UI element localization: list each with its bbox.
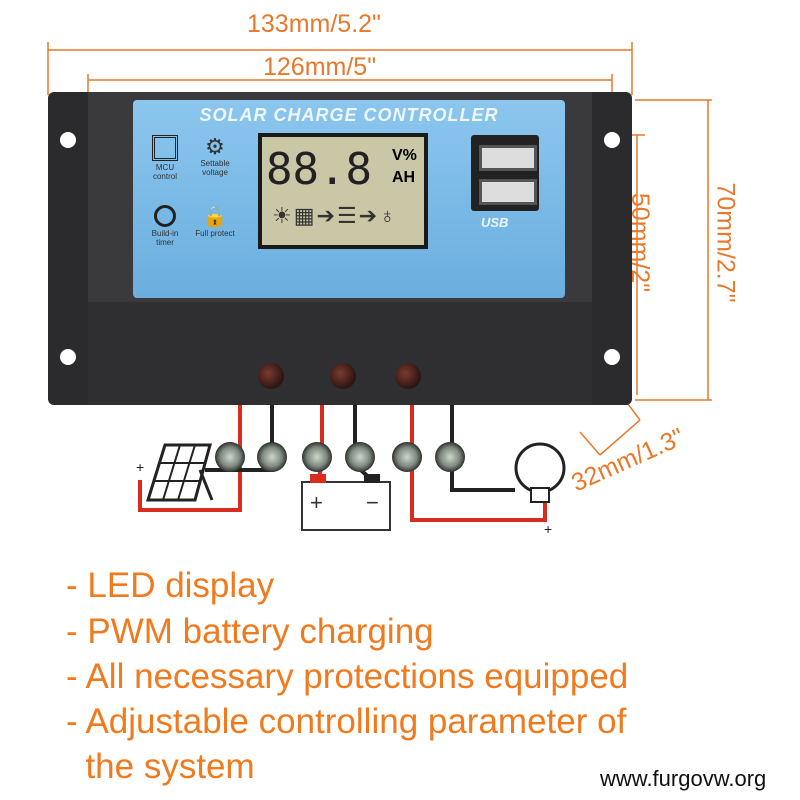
lcd-digits: 88.8: [266, 144, 372, 195]
lcd-display: 88.8 V% AH ☀▦➔☰➔♁: [258, 133, 428, 249]
battery-plus: +: [310, 490, 323, 515]
svg-text:+: +: [544, 521, 552, 537]
menu-button[interactable]: [258, 363, 284, 389]
front-panel: SOLAR CHARGE CONTROLLER MCU control ⚙Set…: [133, 100, 565, 389]
watermark: www.furgovw.org: [600, 766, 767, 791]
feature-mcu: MCU control: [147, 135, 183, 181]
down-button[interactable]: [395, 363, 421, 389]
lcd-unit-bottom: AH: [392, 169, 416, 186]
usb-label: USB: [481, 215, 509, 230]
overall-height-label: 70mm/2.7": [711, 182, 740, 303]
terminal-solar-minus: [257, 442, 287, 472]
feature-item: - Adjustable controlling parameter of: [66, 702, 627, 741]
terminal-battery-plus: [302, 442, 332, 472]
terminal-load-plus: [392, 442, 422, 472]
terminal-solar-plus: [215, 442, 245, 472]
battery-icon: [301, 474, 391, 531]
mount-width-label: 126mm/5": [263, 53, 377, 81]
feature-item: the system: [66, 747, 255, 786]
usb-ports[interactable]: [471, 135, 539, 211]
lcd-flow-icons: ☀▦➔☰➔♁: [272, 203, 398, 228]
light-bulb-icon: +: [514, 442, 566, 537]
mount-hole: [60, 132, 76, 148]
feature-timer: Build-in timer: [147, 205, 183, 247]
solar-panel-icon: +: [136, 443, 214, 502]
feature-settable-voltage: ⚙Settable voltage: [195, 134, 235, 178]
up-button[interactable]: [330, 363, 356, 389]
terminal-battery-minus: [345, 442, 375, 472]
charge-controller: SOLAR CHARGE CONTROLLER MCU control ⚙Set…: [48, 92, 632, 472]
battery-minus: −: [366, 490, 379, 515]
overall-width-label: 133mm/5.2": [247, 10, 381, 38]
mount-hole: [604, 349, 620, 365]
svg-text:+: +: [136, 459, 144, 475]
device-title: SOLAR CHARGE CONTROLLER: [199, 105, 499, 125]
feature-item: - All necessary protections equipped: [66, 657, 629, 696]
lcd-unit-top: V%: [392, 147, 417, 164]
terminal-load-minus: [435, 442, 465, 472]
feature-full-protect: 🔒Full protect: [195, 206, 235, 238]
feature-item: - PWM battery charging: [66, 612, 434, 651]
mount-hole: [60, 349, 76, 365]
clock-icon: [154, 205, 176, 227]
lock-icon: 🔒: [202, 206, 228, 228]
gear-icon: ⚙: [205, 134, 225, 159]
feature-item: - LED display: [66, 566, 275, 605]
mount-hole: [604, 132, 620, 148]
